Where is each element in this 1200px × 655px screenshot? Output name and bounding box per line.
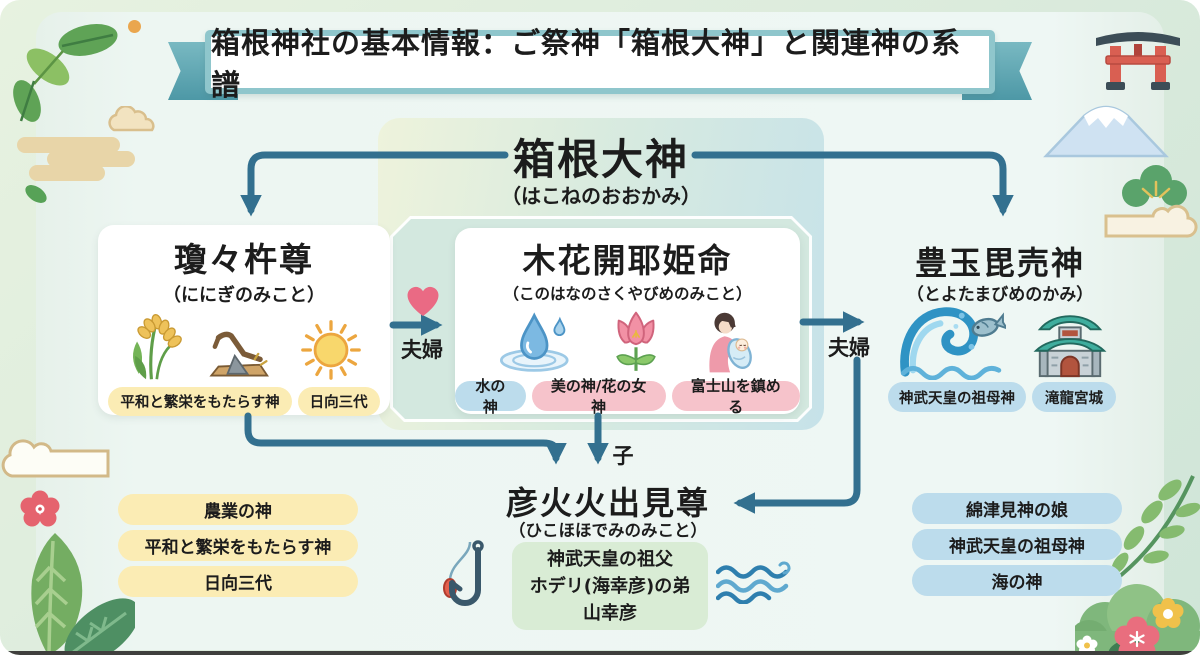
ninigi-attribute-pill-3: 日向三代 xyxy=(118,566,358,597)
konohana-tag-2: 美の神/花の女神 xyxy=(531,377,666,416)
konohana-reading: （このはなのさくやびめのみこと） xyxy=(503,285,752,303)
root-deity-reading: （はこねのおおかみ） xyxy=(501,184,701,208)
cloud-outline-icon xyxy=(1104,204,1198,238)
konohana-tag-3: 富士山を鎮める xyxy=(671,377,800,416)
big-leaves-icon xyxy=(31,533,135,655)
hikohoho-note-line-3: 山幸彦 xyxy=(583,602,637,624)
hikohoho-name: 彦火火出見尊 xyxy=(505,484,710,522)
ninigi-attribute-pill-1: 農業の神 xyxy=(118,494,358,525)
banner-title: 箱根神社の基本情報：ご祭神「箱根大神」と関連神の系譜 xyxy=(211,26,962,102)
toyotama-reading: （とよたまびめのかみ） xyxy=(906,285,1094,305)
toyotama-attribute-pill-3: 海の神 xyxy=(912,565,1122,596)
toyotama-tag-2: 滝龍宮城 xyxy=(1032,382,1116,412)
konohana-name: 木花開耶姫命 xyxy=(522,241,733,280)
toyotama-attribute-pill-1: 綿津見神の娘 xyxy=(912,493,1122,524)
bottom-border xyxy=(0,651,1200,655)
waves-icon xyxy=(716,561,791,604)
konohana-card: 木花開耶姫命 （このはなのさくやびめのみこと） xyxy=(455,228,800,416)
cloud-icon xyxy=(17,137,135,181)
sun-icon xyxy=(301,320,361,380)
ninigi-name: 瓊々杵尊 xyxy=(174,240,314,279)
ninigi-reading: （ににぎのみこと） xyxy=(163,285,325,306)
hikohoho-note: 神武天皇の祖父 ホデリ(海幸彦)の弟 山幸彦 xyxy=(512,542,708,630)
leaf-icon xyxy=(25,185,47,203)
mother-baby-icon xyxy=(708,312,752,373)
fishhook-icon xyxy=(443,540,484,606)
wave-fish-icon xyxy=(900,307,1006,380)
dragon-palace-castle-icon xyxy=(1033,315,1107,378)
flower-icon xyxy=(615,311,656,371)
sun-dot-icon xyxy=(128,20,141,33)
hikohoho-note-line-2: ホデリ(海幸彦)の弟 xyxy=(529,575,691,597)
toyotama-name: 豊玉毘売神 xyxy=(914,244,1085,282)
ninigi-attribute-pill-2: 平和と繁栄をもたらす神 xyxy=(118,530,358,561)
torii-icon xyxy=(1096,32,1180,90)
red-flower-icon xyxy=(20,490,60,527)
hikohoho-reading: （ひこほほでみのみこと） xyxy=(509,521,707,540)
water-drop-icon xyxy=(499,312,569,372)
ninigi-tag-2: 日向三代 xyxy=(297,387,380,416)
spouse-label-left: 夫婦 xyxy=(401,338,443,362)
leaves-icon xyxy=(13,24,118,122)
cloud-outline-icon xyxy=(1,439,110,478)
rice-icon xyxy=(132,314,182,380)
plow-icon xyxy=(209,331,269,377)
toyotama-attribute-pill-2: 神武天皇の祖母神 xyxy=(912,529,1122,560)
root-deity-name: 箱根大神 xyxy=(512,135,689,184)
pine-icon xyxy=(1122,165,1187,207)
ninigi-tag-1: 平和と繁栄をもたらす神 xyxy=(108,387,292,416)
mount-fuji-icon xyxy=(1043,105,1169,158)
child-label: 子 xyxy=(612,444,634,468)
banner: 箱根神社の基本情報：ご祭神「箱根大神」と関連神の系譜 xyxy=(205,26,995,102)
spouse-label-right: 夫婦 xyxy=(828,336,870,360)
heart-icon xyxy=(407,286,439,316)
konohana-tag-1: 水の神 xyxy=(455,377,526,416)
cloud-icon xyxy=(108,106,155,132)
ninigi-card: 瓊々杵尊 （ににぎのみこと） xyxy=(98,225,390,416)
hikohoho-note-line-1: 神武天皇の祖父 xyxy=(547,548,673,570)
toyotama-tag-1: 神武天皇の祖母神 xyxy=(888,382,1026,412)
